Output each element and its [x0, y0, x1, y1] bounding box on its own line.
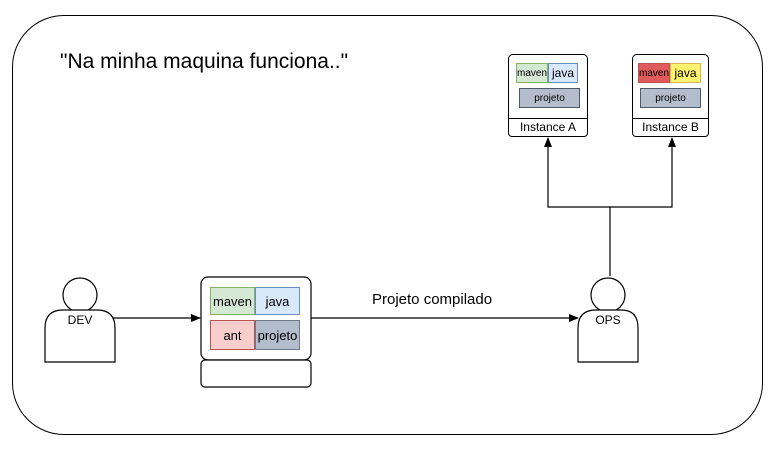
- instance-a-label: Instance A: [508, 119, 588, 137]
- ops-person-icon: [577, 277, 639, 363]
- dev-ant-cell: ant: [210, 320, 255, 350]
- dev-machine-keyboard: [200, 359, 312, 388]
- instance-a-maven-cell: maven: [516, 63, 548, 83]
- arrow-ops-to-instances: [544, 137, 676, 276]
- diagram-title: "Na minha maquina funciona..": [60, 50, 349, 73]
- dev-java-cell: java: [255, 287, 300, 315]
- instance-b-maven-cell: maven: [638, 63, 670, 83]
- dev-projeto-cell: projeto: [255, 320, 300, 350]
- instance-a-projeto-cell: projeto: [519, 88, 580, 108]
- dev-maven-cell: maven: [210, 287, 255, 315]
- dev-label: DEV: [67, 313, 93, 327]
- instance-b-projeto-cell: projeto: [640, 88, 701, 108]
- dev-person-icon: [44, 277, 116, 363]
- ops-label: OPS: [595, 313, 621, 327]
- instance-b-label: Instance B: [632, 119, 709, 137]
- diagram-frame: [12, 15, 763, 435]
- instance-b-java-cell: java: [670, 63, 701, 83]
- edge-label-projeto-compilado: Projeto compilado: [372, 291, 493, 308]
- instance-a-java-cell: java: [548, 63, 578, 83]
